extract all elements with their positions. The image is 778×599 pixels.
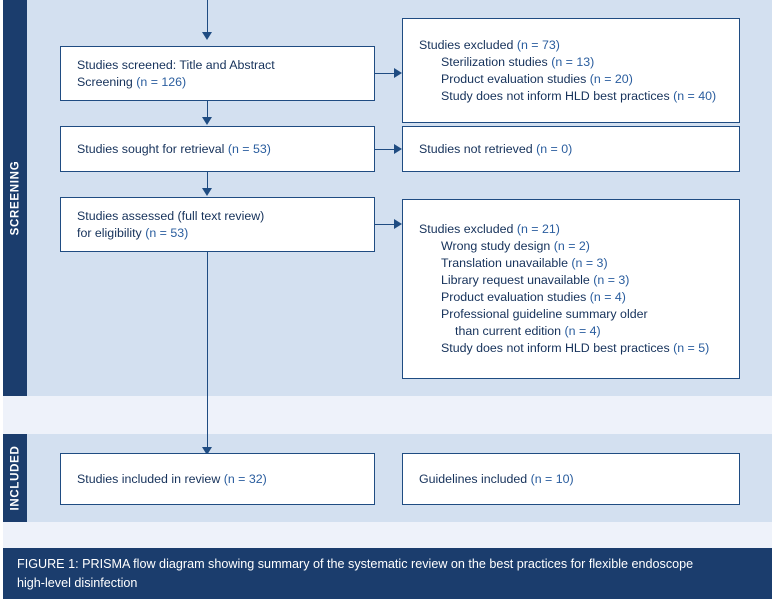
box-studies-included-line-1: Studies included in review (n = 32): [77, 471, 267, 486]
study-count: (n = 21): [516, 222, 560, 236]
box-excluded-screening-line-1: Studies excluded (n = 73): [419, 37, 560, 52]
study-count: (n = 13): [551, 54, 595, 69]
study-count: (n = 4): [589, 290, 626, 304]
arrow-into-not-retrieved-box: [394, 144, 402, 154]
stage-label-screening: SCREENING: [3, 0, 27, 396]
box-excluded-eligibility-line-4: Library request unavailable (n = 3): [441, 273, 630, 287]
band-gap-lower: [3, 522, 772, 548]
box-excluded-eligibility-line-5: Product evaluation studies (n = 4): [441, 290, 626, 304]
box-excluded-eligibility-line-1: Studies excluded (n = 21): [419, 222, 560, 236]
box-excluded-eligibility-line-7: than current edition (n = 4): [455, 324, 601, 338]
study-count: (n = 3): [571, 256, 608, 270]
stage-label-included: INCLUDED: [3, 434, 27, 522]
study-count: (n = 10): [530, 471, 574, 486]
box-guidelines-included: Guidelines included (n = 10): [402, 453, 740, 505]
study-count: (n = 2): [553, 239, 590, 253]
box-studies-excluded-screening: Studies excluded (n = 73) Sterilization …: [402, 18, 740, 123]
box-studies-not-retrieved: Studies not retrieved (n = 0): [402, 126, 740, 172]
connector-sought-to-assessed: [207, 172, 208, 188]
study-count: (n = 3): [593, 273, 630, 287]
arrow-into-screened-box: [202, 32, 212, 40]
study-count: (n = 73): [516, 37, 560, 52]
box-studies-sought: Studies sought for retrieval (n = 53): [60, 126, 375, 172]
figure-caption: FIGURE 1: PRISMA flow diagram showing su…: [3, 548, 772, 599]
band-gap-upper: [3, 396, 772, 434]
arrow-into-sought-box: [202, 117, 212, 125]
box-studies-screened-line-2: Screening (n = 126): [77, 74, 187, 89]
box-studies-sought-line-1: Studies sought for retrieval (n = 53): [77, 141, 271, 156]
connector-assessed-to-excluded: [375, 224, 395, 225]
box-excluded-eligibility-line-3: Translation unavailable (n = 3): [441, 256, 608, 270]
box-excluded-screening-line-2: Sterilization studies (n = 13): [441, 54, 595, 69]
box-excluded-eligibility-line-2: Wrong study design (n = 2): [441, 239, 590, 253]
figure-caption-line-1: FIGURE 1: PRISMA flow diagram showing su…: [17, 557, 694, 571]
box-guidelines-included-line-1: Guidelines included (n = 10): [419, 471, 574, 486]
box-studies-screened: Studies screened: Title and Abstract Scr…: [60, 46, 375, 101]
study-count: (n = 0): [536, 141, 573, 156]
figure-caption-line-2: high-level disinfection: [17, 576, 138, 590]
box-excluded-eligibility-line-8: Study does not inform HLD best practices…: [441, 341, 710, 355]
study-count: (n = 32): [223, 471, 267, 486]
study-count: (n = 5): [673, 341, 710, 355]
arrow-into-excluded-eligibility-box: [394, 219, 402, 229]
box-studies-excluded-eligibility: Studies excluded (n = 21) Wrong study de…: [402, 199, 740, 379]
arrow-into-assessed-box: [202, 188, 212, 196]
box-studies-assessed: Studies assessed (full text review) for …: [60, 197, 375, 252]
connector-top-incoming: [207, 0, 208, 32]
box-studies-assessed-line-2: for eligibility (n = 53): [77, 225, 189, 240]
connector-assessed-to-included: [207, 252, 208, 447]
study-count: (n = 40): [673, 88, 717, 103]
study-count: (n = 20): [589, 71, 633, 86]
box-excluded-screening-line-4: Study does not inform HLD best practices…: [441, 88, 717, 103]
arrow-into-excluded-screening-box: [394, 68, 402, 78]
box-studies-screened-line-1: Studies screened: Title and Abstract: [77, 57, 275, 72]
box-studies-assessed-line-1: Studies assessed (full text review): [77, 208, 265, 223]
box-excluded-screening-line-3: Product evaluation studies (n = 20): [441, 71, 633, 86]
connector-screened-to-excluded: [375, 73, 395, 74]
connector-screened-to-sought: [207, 101, 208, 117]
stage-label-included-text: INCLUDED: [9, 445, 22, 511]
study-count: (n = 53): [145, 225, 189, 240]
arrow-into-included-studies-box: [202, 447, 212, 455]
stage-label-screening-text: SCREENING: [9, 160, 22, 236]
study-count: (n = 126): [136, 74, 187, 89]
connector-sought-to-not-retrieved: [375, 149, 395, 150]
box-excluded-eligibility-line-6: Professional guideline summary older: [441, 307, 648, 321]
box-studies-included: Studies included in review (n = 32): [60, 453, 375, 505]
box-not-retrieved-line-1: Studies not retrieved (n = 0): [419, 141, 573, 156]
study-count: (n = 53): [227, 141, 271, 156]
study-count: (n = 4): [564, 324, 601, 338]
